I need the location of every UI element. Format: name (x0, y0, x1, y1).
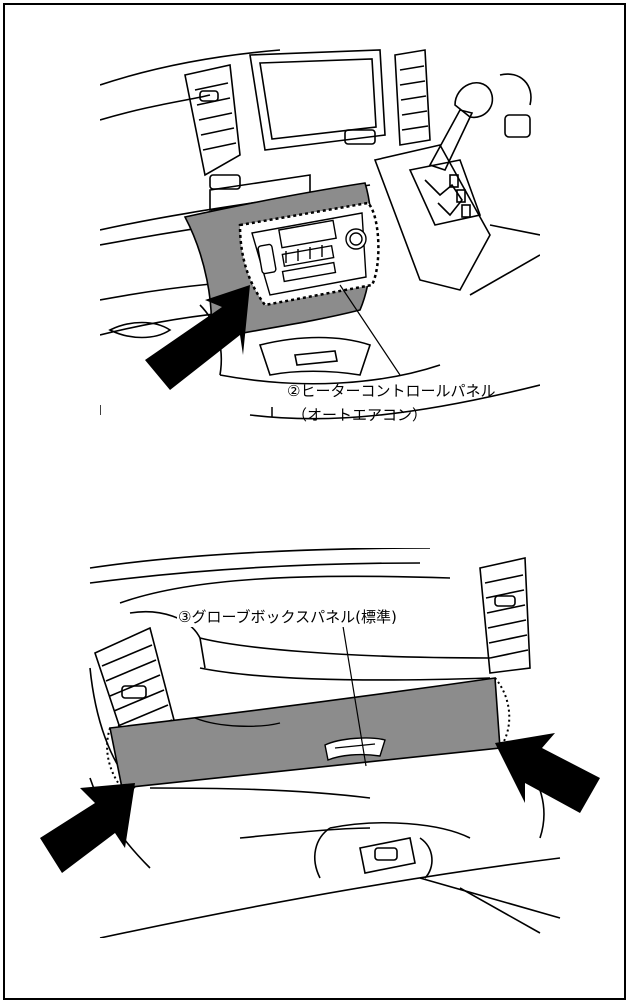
glovebox-panel-illustration (40, 548, 600, 938)
push-arrow (145, 285, 250, 390)
push-arrow-right (495, 733, 600, 813)
push-arrow-left (40, 783, 135, 873)
control-unit (251, 212, 367, 296)
leader-line (339, 607, 367, 767)
heater-panel-label: ②ヒーターコントロールパネル (287, 382, 496, 400)
heater-panel-sublabel: （オートエアコン） (292, 406, 428, 424)
leader-line (339, 284, 401, 376)
glovebox-panel-label: ③グローブボックスパネル(標準) (177, 606, 398, 627)
page-frame (3, 3, 626, 1000)
heater-panel-illustration (100, 45, 540, 435)
glovebox-panel (109, 677, 501, 789)
